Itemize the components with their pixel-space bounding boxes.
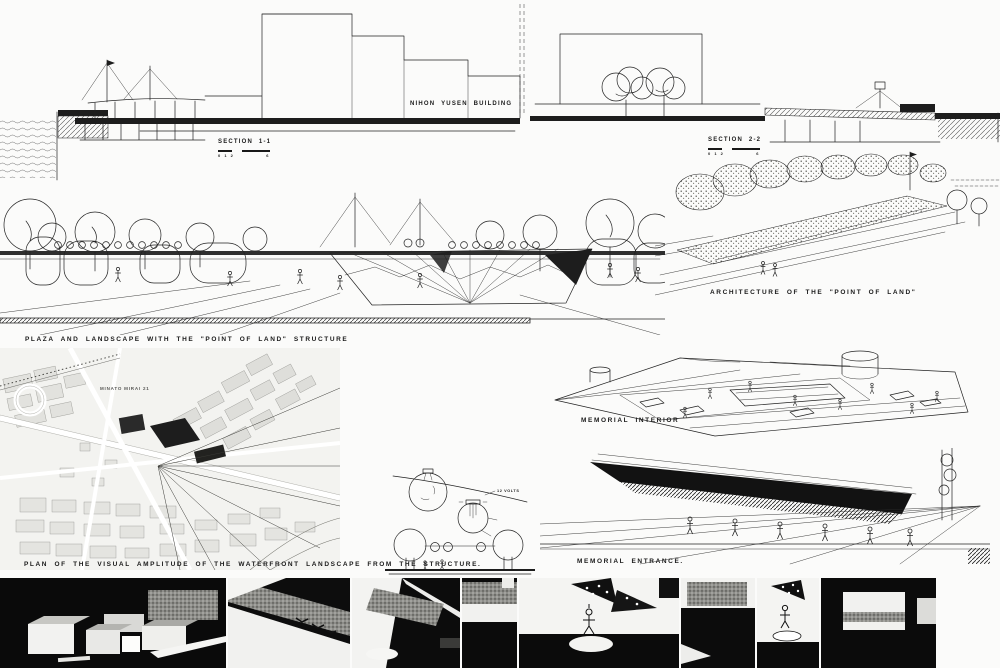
model-photo-4 [462, 578, 517, 668]
section-1-scalebar: 0 1 2 6 [218, 150, 270, 158]
interior-caption: MEMORIAL INTERIOR [581, 417, 680, 424]
section-1-label: SECTION 1-1 [218, 139, 272, 145]
lamp-detail-sketch [385, 468, 535, 575]
city-map-drawing [0, 348, 340, 570]
section-2-label: SECTION 2-2 [708, 137, 762, 143]
model-photo-7 [757, 578, 819, 668]
model-photo-strip [0, 578, 1000, 668]
model-photo-5 [519, 578, 679, 668]
scale-end: 6 [266, 152, 270, 158]
model-photo-6 [681, 578, 755, 668]
point-of-land-caption: ARCHITECTURE OF THE "POINT OF LAND" [710, 289, 917, 296]
plaza-perspective-drawing [0, 192, 665, 335]
model-photo-2 [228, 578, 350, 668]
scale-ticks: 0 1 2 [708, 150, 725, 156]
entrance-caption: MEMORIAL ENTRANCE. [577, 558, 684, 565]
point-of-land-drawing [655, 151, 1000, 296]
model-photo-3 [352, 578, 460, 668]
scale-end: 6 [756, 150, 760, 156]
volts-annotation: 12 VOLTS [497, 489, 520, 493]
section-2-scalebar: 0 1 2 6 [708, 148, 760, 156]
plaza-caption: PLAZA AND LANDSCAPE WITH THE "POINT OF L… [25, 336, 349, 343]
map-caption: PLAN OF THE VISUAL AMPLITUDE OF THE WATE… [24, 561, 482, 568]
memorial-entrance-drawing [540, 448, 990, 565]
map-district-label: MINATO MIRAI 21 [100, 386, 150, 391]
nihon-yusen-building-label: NIHON YUSEN BUILDING [410, 101, 513, 107]
section-drawings [0, 4, 1000, 181]
model-photo-1 [0, 578, 226, 668]
model-photo-8 [821, 578, 936, 668]
scale-ticks: 0 1 2 [218, 152, 235, 158]
memorial-interior-drawing [554, 350, 969, 437]
